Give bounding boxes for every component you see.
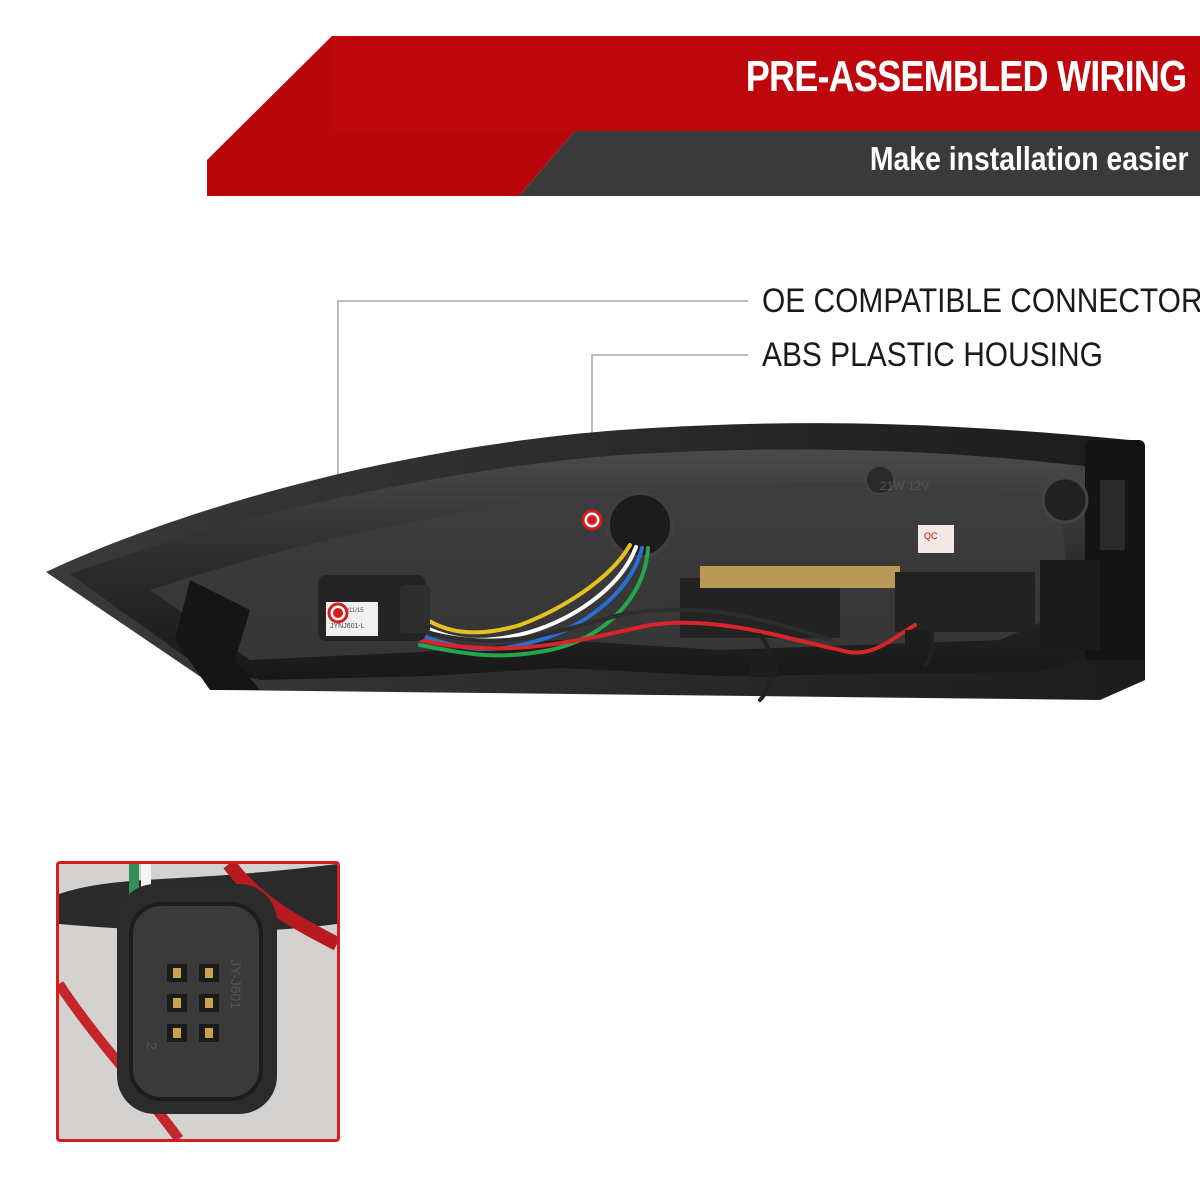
circuit-box-gold: [700, 566, 900, 588]
banner-subtitle: Make installation easier: [869, 140, 1188, 177]
connector-closeup-inset: JY-J601 2: [56, 861, 340, 1142]
bulb-socket: [606, 491, 674, 559]
inset-connector-marking: JY-J601: [228, 959, 244, 1009]
connector-closeup-photo: JY-J601 2: [59, 864, 337, 1139]
dark-banner-shape: [519, 131, 1200, 196]
red-banner-highlight: [332, 36, 1200, 131]
connector-label-date: 2019/11/15: [334, 608, 364, 614]
header-banner: [207, 36, 1200, 196]
circuit-box-right: [895, 572, 1035, 632]
inset-pin-number: 2: [144, 1042, 160, 1050]
inline-connector: [750, 655, 778, 677]
callout-housing-label: ABS PLASTIC HOUSING: [762, 336, 1103, 374]
callout-connector-label: OE COMPATIBLE CONNECTOR: [762, 282, 1200, 320]
wiring-harness: [418, 543, 935, 702]
banner-title: PRE-ASSEMBLED WIRING: [745, 52, 1186, 101]
connector-label-code: JYNJ601-L: [330, 623, 365, 630]
mount-tab: [175, 580, 260, 690]
qc-sticker: [918, 525, 954, 553]
voltage-marking: 21W 12V: [880, 479, 929, 493]
qc-text: QC: [924, 531, 938, 541]
